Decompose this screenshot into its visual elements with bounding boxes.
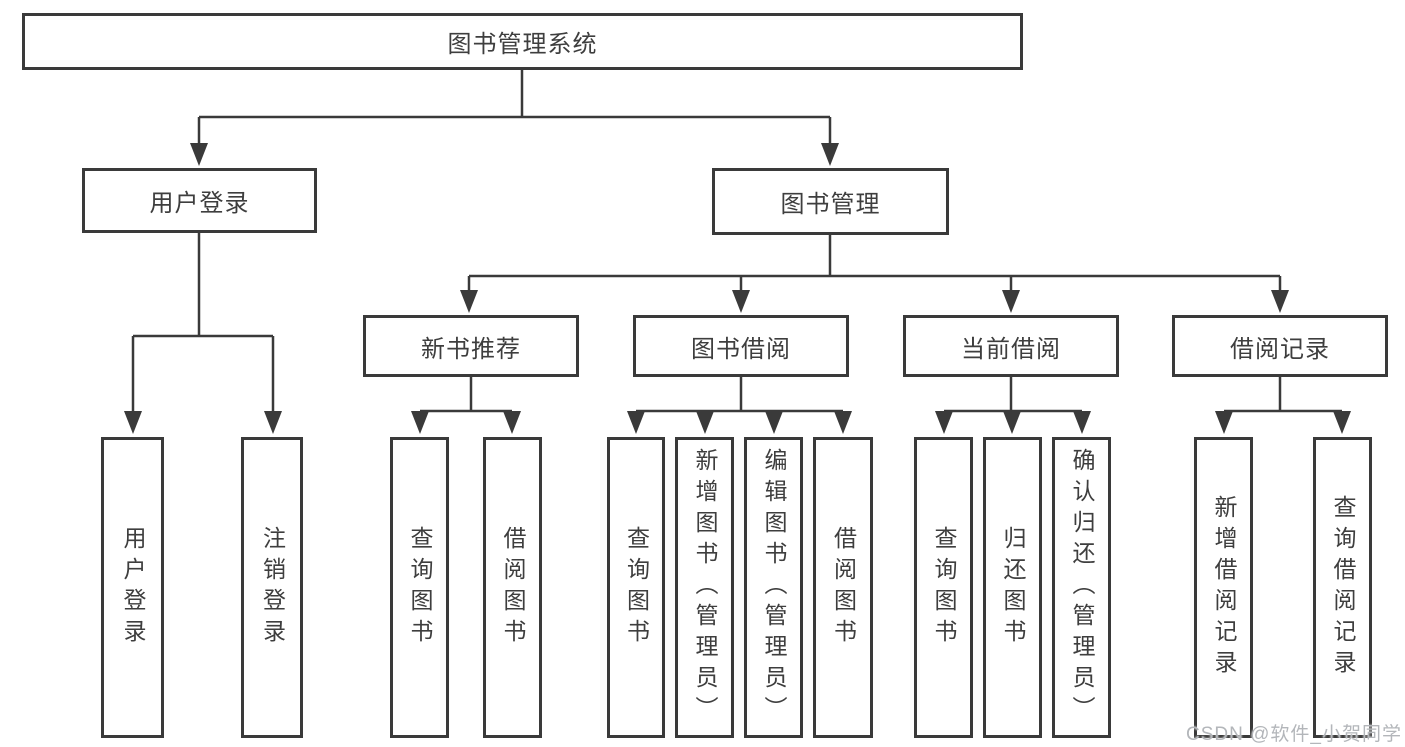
node-label: 确认归还（管理员） bbox=[1069, 448, 1095, 727]
node-query-books-recommend: 查询图书 bbox=[390, 437, 449, 738]
node-label: 新书推荐 bbox=[421, 335, 521, 363]
node-user-login: 用户登录 bbox=[82, 168, 317, 233]
node-label: 用户登录 bbox=[120, 525, 146, 650]
node-add-books-admin: 新增图书（管理员） bbox=[675, 437, 734, 738]
node-label: 图书管理 bbox=[780, 191, 881, 218]
node-label: 借阅图书 bbox=[500, 525, 526, 650]
arrowheads bbox=[124, 143, 1351, 434]
node-label: 新增借阅记录 bbox=[1211, 494, 1237, 681]
node-label: 注销登录 bbox=[259, 525, 286, 650]
node-confirm-return-admin: 确认归还（管理员） bbox=[1052, 437, 1111, 738]
node-label: 查询图书 bbox=[407, 525, 433, 650]
node-label: 借阅记录 bbox=[1230, 335, 1330, 363]
node-logout: 注销登录 bbox=[241, 437, 303, 738]
node-label: 查询图书 bbox=[931, 525, 957, 650]
node-library-management-system: 图书管理系统 bbox=[22, 13, 1023, 70]
node-current-borrowing: 当前借阅 bbox=[903, 315, 1119, 377]
node-borrow-books-borrowing: 借阅图书 bbox=[813, 437, 873, 738]
node-label: 用户登录 bbox=[149, 190, 250, 217]
node-query-books-current: 查询图书 bbox=[914, 437, 973, 738]
node-new-book-recommend: 新书推荐 bbox=[363, 315, 579, 377]
node-add-borrow-record: 新增借阅记录 bbox=[1194, 437, 1253, 738]
node-label: 图书管理系统 bbox=[447, 31, 598, 58]
node-borrowing-records: 借阅记录 bbox=[1172, 315, 1388, 377]
node-label: 新增图书（管理员） bbox=[692, 448, 718, 727]
node-label: 归还图书 bbox=[1000, 525, 1026, 650]
node-user-login-action: 用户登录 bbox=[101, 437, 164, 738]
node-return-books: 归还图书 bbox=[983, 437, 1042, 738]
node-book-borrowing: 图书借阅 bbox=[633, 315, 849, 377]
node-book-management: 图书管理 bbox=[712, 168, 949, 235]
node-label: 查询借阅记录 bbox=[1330, 494, 1356, 681]
node-label: 当前借阅 bbox=[961, 335, 1061, 363]
node-query-borrow-record: 查询借阅记录 bbox=[1313, 437, 1372, 738]
node-borrow-books-recommend: 借阅图书 bbox=[483, 437, 542, 738]
node-label: 借阅图书 bbox=[830, 525, 857, 650]
node-label: 查询图书 bbox=[623, 525, 650, 650]
node-label: 图书借阅 bbox=[691, 335, 791, 363]
node-label: 编辑图书（管理员） bbox=[761, 448, 787, 727]
csdn-watermark: CSDN @软件_小贺同学 bbox=[1186, 724, 1402, 745]
node-edit-books-admin: 编辑图书（管理员） bbox=[744, 437, 803, 738]
node-query-books-borrowing: 查询图书 bbox=[607, 437, 665, 738]
